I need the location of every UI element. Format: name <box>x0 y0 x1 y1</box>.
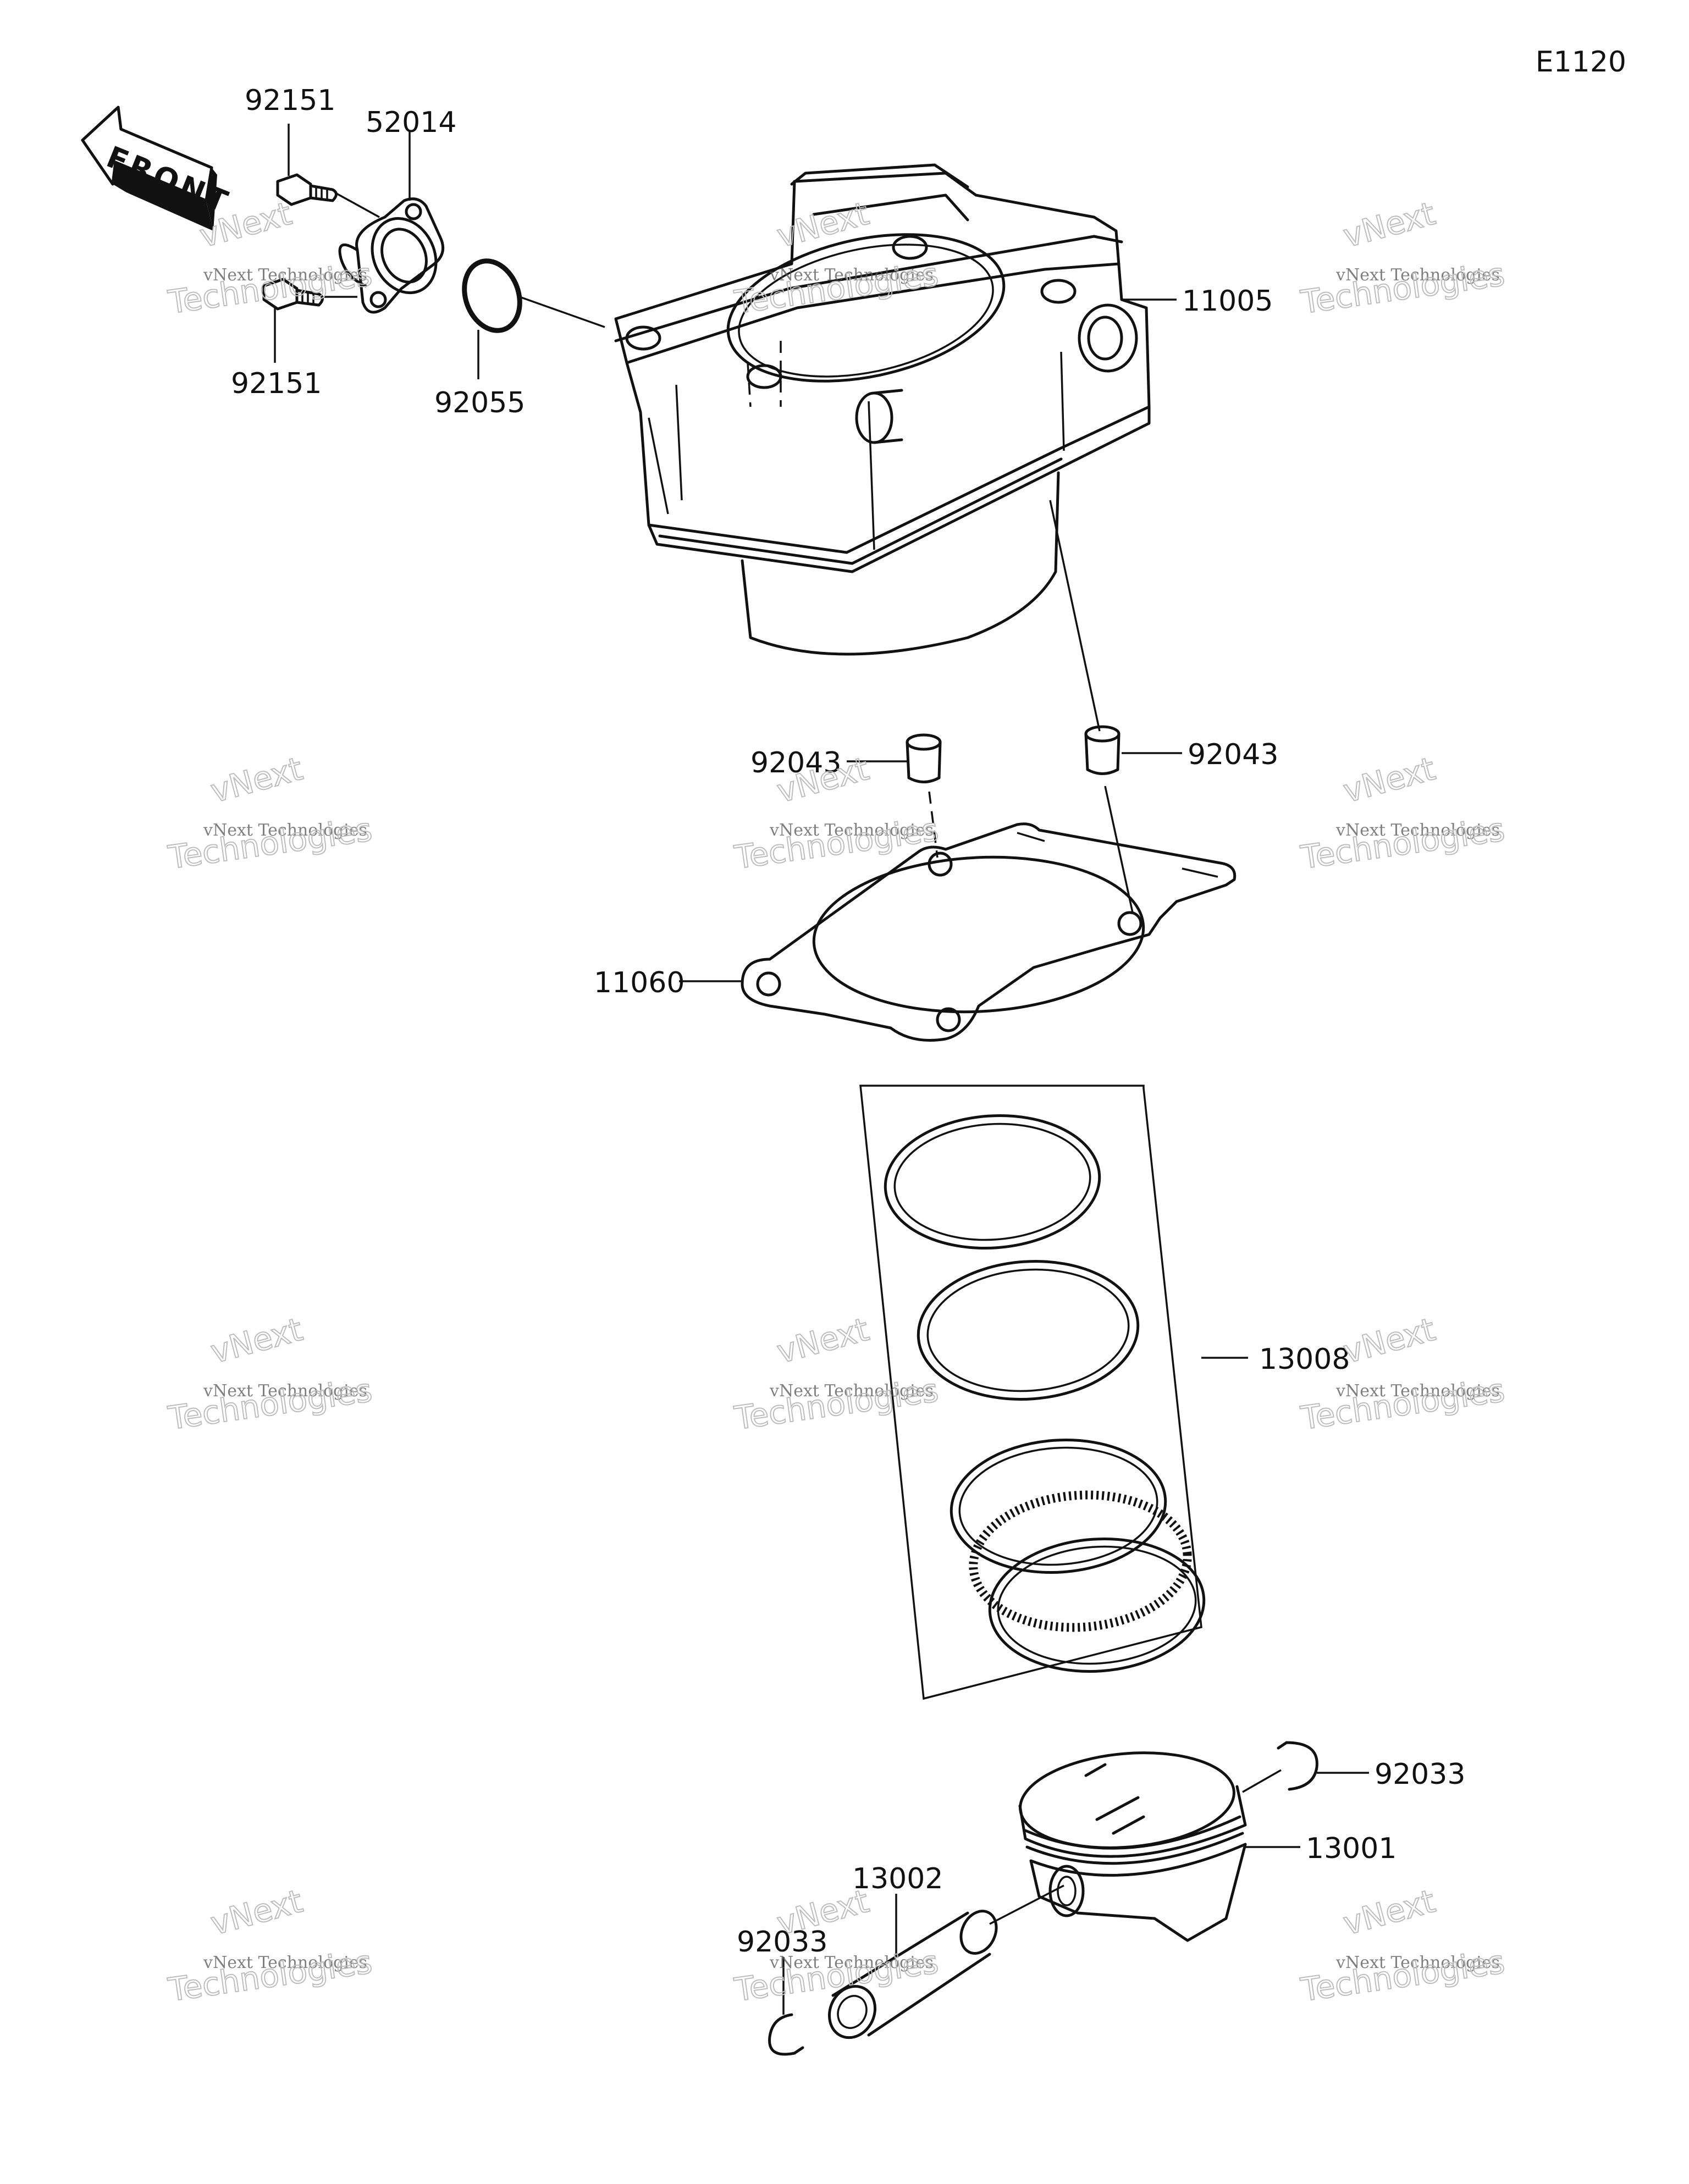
water-fitting <box>338 197 445 314</box>
svg-text:vNext Technologies: vNext Technologies <box>1335 1953 1500 1972</box>
svg-text:vNext Technologies: vNext Technologies <box>203 266 367 285</box>
svg-text:vNext: vNext <box>1339 1882 1439 1943</box>
svg-text:vNext: vNext <box>1339 750 1439 810</box>
svg-text:vNext Technologies: vNext Technologies <box>769 266 934 285</box>
svg-text:vNext: vNext <box>207 1311 306 1371</box>
callout-piston-pin: 13002 <box>852 1862 943 1895</box>
callout-bolt-bottom: 92151 <box>231 367 322 400</box>
dowel-pin-left <box>906 733 942 783</box>
bolt-bottom <box>262 278 324 311</box>
callout-dowel-left: 92043 <box>750 747 841 779</box>
svg-text:vNext Technologies: vNext Technologies <box>1335 821 1500 840</box>
piston-pin-clip-left <box>768 2013 796 2056</box>
svg-text:vNext Technologies: vNext Technologies <box>203 821 367 840</box>
piston-pin-clip-right <box>1285 1741 1318 1791</box>
svg-text:vNext Technologies: vNext Technologies <box>1335 1381 1500 1401</box>
callout-water-fitting: 52014 <box>366 106 456 139</box>
svg-text:vNext Technologies: vNext Technologies <box>769 821 934 840</box>
callout-cylinder: 11005 <box>1182 285 1273 318</box>
piston-pin <box>827 1910 998 2039</box>
cylinder <box>614 163 1151 656</box>
svg-text:vNext Technologies: vNext Technologies <box>769 1381 934 1401</box>
svg-text:vNext: vNext <box>773 1311 873 1371</box>
callout-bolt-top: 92151 <box>245 84 335 117</box>
piston <box>1018 1751 1247 1942</box>
cylinder-gasket <box>741 822 1237 1042</box>
svg-text:vNext: vNext <box>1339 1311 1439 1371</box>
callout-dowel-right: 92043 <box>1188 738 1278 771</box>
svg-text:vNext: vNext <box>1339 195 1439 255</box>
svg-text:vNext: vNext <box>207 1882 306 1943</box>
callout-o-ring: 92055 <box>434 386 525 419</box>
diagram-code: E1120 <box>1536 46 1626 79</box>
svg-text:vNext: vNext <box>207 750 306 810</box>
svg-text:vNext Technologies: vNext Technologies <box>1335 266 1500 285</box>
svg-text:vNext Technologies: vNext Technologies <box>203 1953 367 1972</box>
callout-ring-set: 13008 <box>1259 1343 1350 1376</box>
callout-clip-left: 92033 <box>737 1926 827 1959</box>
svg-text:vNext: vNext <box>773 195 873 255</box>
dowel-pin-right <box>1084 725 1121 775</box>
piston-ring-set <box>859 1085 1248 1700</box>
callout-piston: 13001 <box>1306 1832 1397 1865</box>
o-ring <box>462 258 522 333</box>
svg-text:vNext Technologies: vNext Technologies <box>203 1381 367 1401</box>
callout-gasket: 11060 <box>594 966 685 999</box>
front-direction-arrow-icon: FRONT <box>81 106 235 231</box>
svg-text:vNext Technologies: vNext Technologies <box>769 1953 934 1972</box>
callout-clip-right: 92033 <box>1375 1758 1465 1791</box>
